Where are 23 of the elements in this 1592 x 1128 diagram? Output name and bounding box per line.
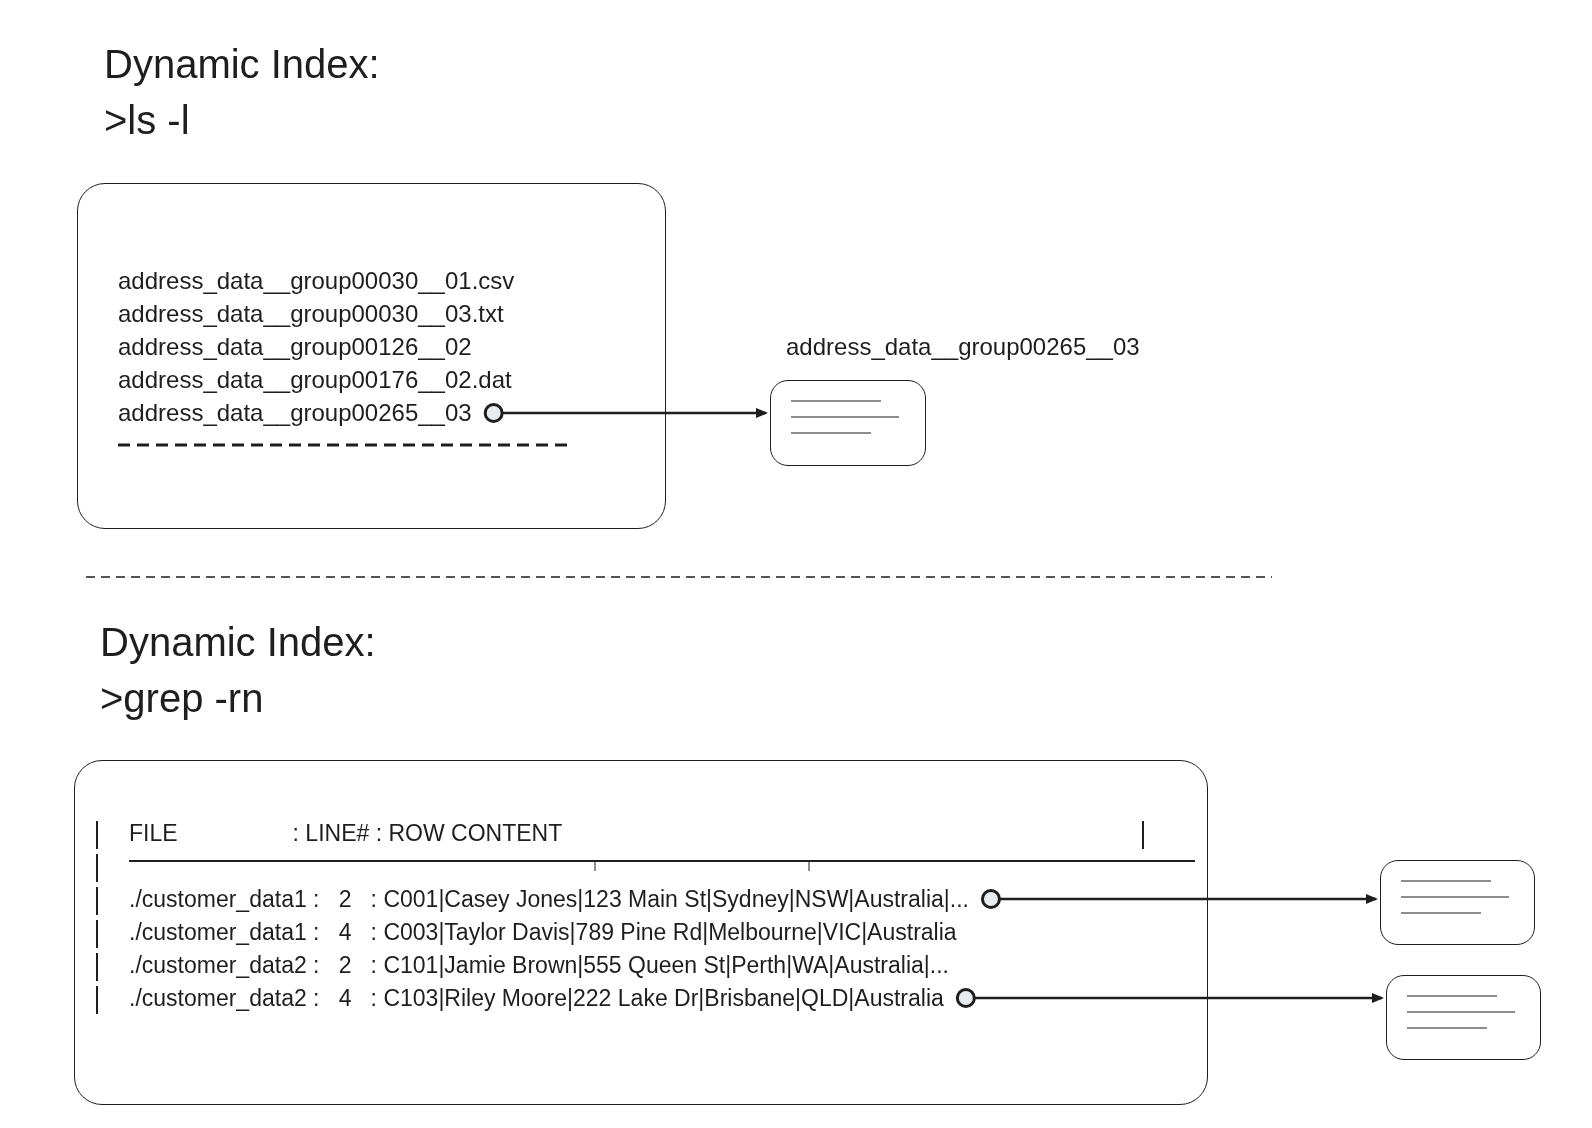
table-row-text: ./customer_data2 : 4 : C103|Riley Moore|222 Lake Dr|Brisbane|QLD|Australia xyxy=(129,983,944,1013)
arrow xyxy=(483,403,768,423)
table-row-text: ./customer_data2 : 2 : C101|Jamie Brown|555 Queen St|Perth|WA|Australia|... xyxy=(129,951,949,980)
terminal-panel xyxy=(77,183,666,529)
heading-text: Dynamic Index: xyxy=(100,619,376,666)
file-name: address_data__group00126__02 xyxy=(118,332,472,362)
document-card xyxy=(1380,860,1535,945)
heading-text: >ls -l xyxy=(104,97,190,144)
table-header: FILE : LINE# : ROW CONTENT xyxy=(129,819,563,848)
document-card xyxy=(770,380,926,466)
document-card xyxy=(1386,975,1541,1060)
table-row-text: ./customer_data1 : 4 : C003|Taylor Davis|789 Pine Rd|Melbourne|VIC|Australia xyxy=(129,918,957,947)
file-name: address_data__group00030__01.csv xyxy=(118,266,515,296)
heading-text: >grep -rn xyxy=(100,675,264,722)
terminal-panel xyxy=(74,760,1208,1105)
arrow xyxy=(955,988,1384,1008)
file-name: address_data__group00265__03 xyxy=(118,398,472,428)
file-name: address_data__group00030__03.txt xyxy=(118,299,504,329)
table-row-text: ./customer_data1 : 2 : C001|Casey Jones|123 Main St|Sydney|NSW|Australia|... xyxy=(129,884,969,914)
file-name: address_data__group00176__02.dat xyxy=(118,365,512,395)
heading-text: Dynamic Index: xyxy=(104,41,380,88)
file-name-caption: address_data__group00265__03 xyxy=(786,332,1140,362)
arrow xyxy=(980,889,1378,909)
